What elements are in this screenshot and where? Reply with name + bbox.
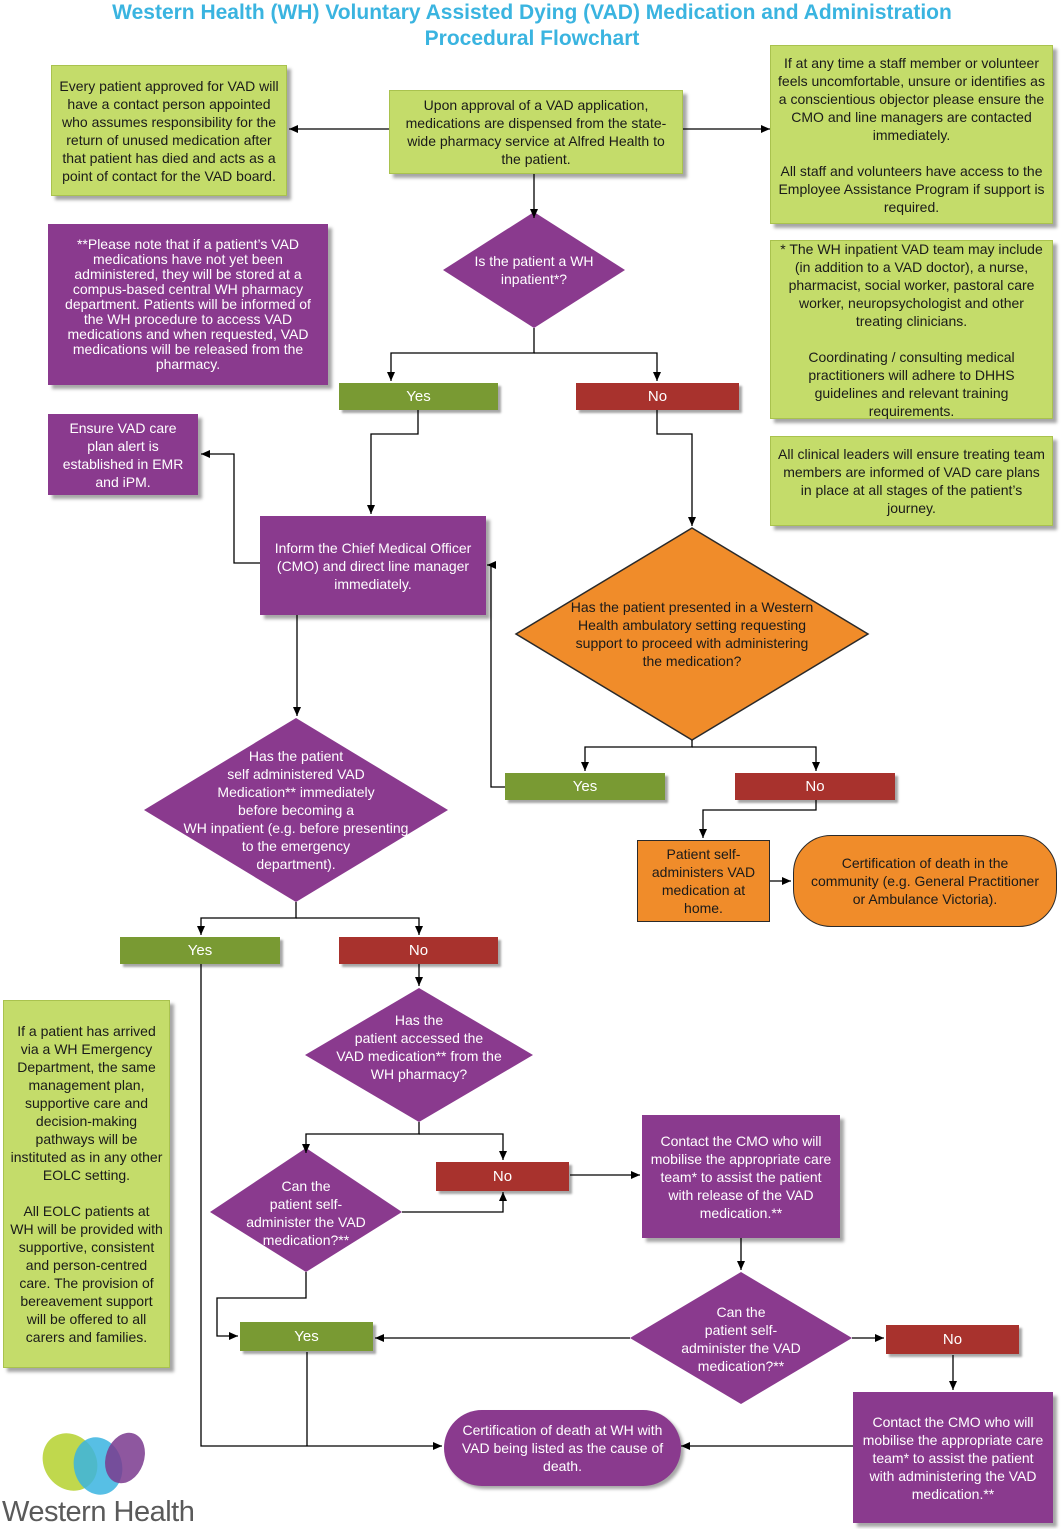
contact-person-box: Every patient approved for VAD will have… [51, 65, 287, 196]
care-plan-alert-box: Ensure VAD care plan alert is establishe… [48, 414, 198, 495]
self-administers-home-box: Patient self-administers VAD medication … [637, 840, 770, 922]
page-title: Western Health (WH) Voluntary Assisted D… [112, 1, 952, 50]
emergency-note-box: If a patient has arrived via a WH Emerge… [3, 1000, 170, 1368]
uncomfortable-note-box: If at any time a staff member or volunte… [770, 45, 1053, 224]
contact-cmo-release-box: Contact the CMO who will mobilise the ap… [642, 1115, 840, 1238]
decision-self-administered-before [144, 718, 448, 902]
wh-death-box: Certification of death at WH with VAD be… [444, 1410, 681, 1486]
no-label-accessed-pharmacy: No [436, 1162, 569, 1191]
decision-inpatient [443, 212, 625, 328]
yes-label-ambulatory: Yes [505, 773, 665, 800]
inform-cmo-box: Inform the Chief Medical Officer (CMO) a… [260, 516, 486, 615]
contact-cmo-administer-box: Contact the CMO who will mobilise the ap… [853, 1392, 1053, 1523]
yes-label-self-administered: Yes [120, 937, 280, 964]
team-note-box: * The WH inpatient VAD team may include … [770, 240, 1053, 419]
decision-accessed-pharmacy-text: Has the patient accessed the VAD medicat… [336, 1012, 502, 1082]
logo-text: Western Health [2, 1496, 195, 1528]
decision-can-self-admin-1-text: Can the patient self- administer the VAD… [246, 1178, 366, 1248]
decision-inpatient-text: Is the patient a WH inpatient*? [474, 253, 594, 287]
no-label-can-self-admin: No [886, 1325, 1019, 1354]
decision-can-self-admin-1 [210, 1148, 402, 1272]
western-health-logo-icon [42, 1432, 145, 1495]
community-death-box: Certification of death in the community … [793, 835, 1057, 927]
decision-can-self-admin-2-text: Can the patient self- administer the VAD… [681, 1304, 801, 1374]
leaders-note-box: All clinical leaders will ensure treatin… [770, 436, 1053, 526]
storage-note-box: **Please note that if a patient’s VAD me… [48, 224, 328, 385]
no-label-self-administered: No [339, 937, 498, 964]
yes-label-can-self-admin: Yes [240, 1322, 373, 1351]
yes-label-inpatient: Yes [339, 383, 498, 410]
approval-box: Upon approval of a VAD application, medi… [389, 90, 683, 174]
decision-self-administered-text: Has the patient self administered VAD Me… [183, 748, 409, 872]
no-label-ambulatory: No [735, 773, 895, 800]
no-label-inpatient: No [576, 383, 739, 410]
decision-can-self-admin-2 [630, 1272, 852, 1404]
decision-accessed-pharmacy [305, 988, 533, 1122]
decision-ambulatory-text: Has the patient presented in a Western H… [570, 599, 814, 669]
